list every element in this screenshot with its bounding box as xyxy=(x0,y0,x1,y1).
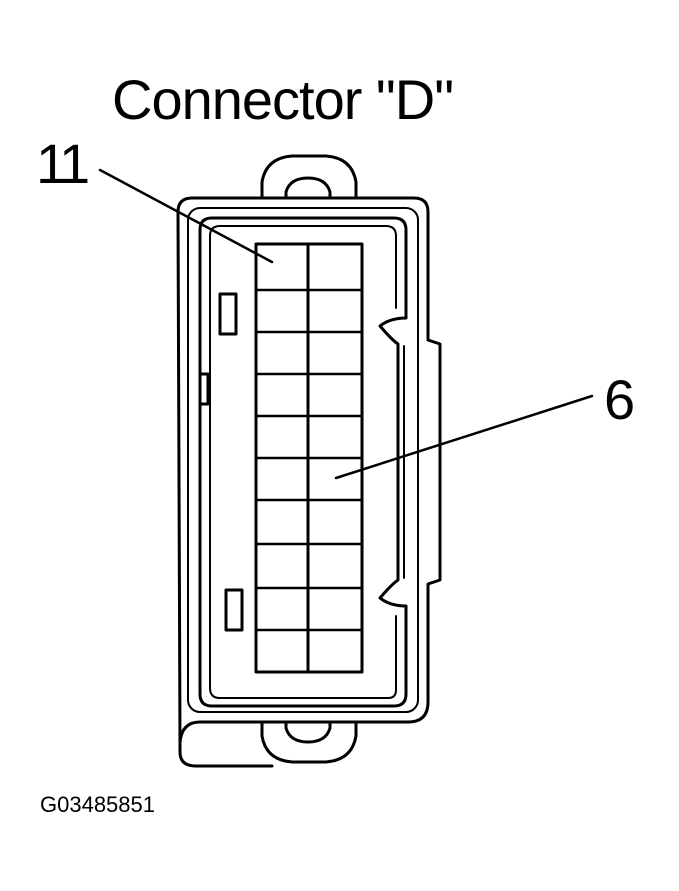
connector-housing xyxy=(176,196,442,768)
connector-title: Connector "D" xyxy=(112,68,454,131)
pin-11-label: 11 xyxy=(36,132,90,195)
pin-6-label: 6 xyxy=(604,368,636,431)
housing-inner-contour xyxy=(187,207,419,713)
left-keyway xyxy=(198,372,210,406)
pin-11-leader-line xyxy=(98,168,274,264)
connector-cavity xyxy=(198,216,408,708)
top-mounting-tab xyxy=(260,154,358,200)
housing-left-wall xyxy=(176,210,182,744)
pin-6-leader-line xyxy=(334,394,594,480)
bottom-tab-slot xyxy=(284,720,332,744)
lower-key-slot xyxy=(224,588,244,632)
upper-key-slot xyxy=(218,292,238,336)
bottom-mounting-tab xyxy=(260,720,358,764)
figure-id: G03485851 xyxy=(40,792,155,817)
cavity-inner-contour xyxy=(209,225,397,699)
top-tab-slot xyxy=(284,176,332,200)
